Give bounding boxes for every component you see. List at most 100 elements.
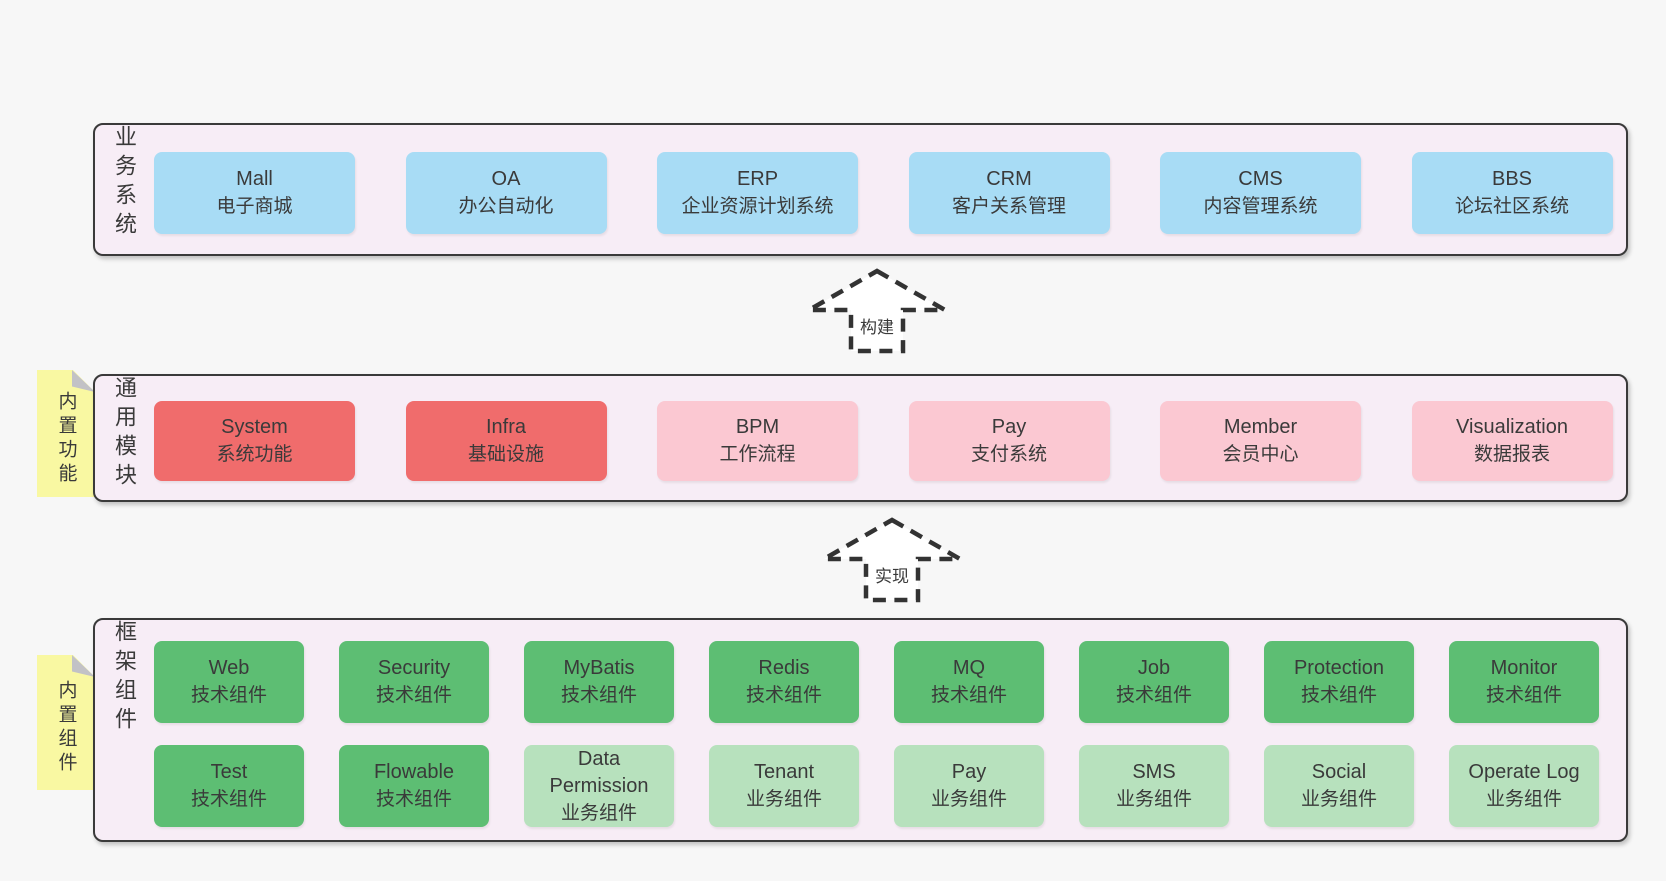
arrow-label: 实现	[875, 567, 909, 586]
box-subtitle: 论坛社区系统	[1454, 196, 1569, 217]
box-subtitle: 会员中心	[1222, 444, 1299, 465]
diagram-box: Flowable 技术组件	[339, 745, 489, 827]
box-subtitle: 技术组件	[560, 685, 637, 706]
box-title: Infra	[485, 416, 527, 438]
diagram-box: Mall 电子商城	[154, 152, 355, 234]
box-row-framework-1: Web 技术组件 Security 技术组件 MyBatis 技术组件 Redi…	[154, 641, 1599, 723]
box-subtitle: 支付系统	[970, 444, 1047, 465]
diagram-box: SMS 业务组件	[1079, 745, 1229, 827]
box-subtitle: 工作流程	[719, 444, 796, 465]
box-subtitle: 办公自动化	[458, 196, 554, 217]
box-title: Job	[1137, 657, 1171, 679]
box-title: Pay	[951, 761, 987, 783]
box-title: Social	[1311, 761, 1367, 783]
box-title: Operate Log	[1468, 761, 1580, 783]
panel-side-label: 通用模块	[112, 376, 137, 492]
sticky-note-builtin-features: 内置功能	[37, 370, 95, 497]
panel-framework-components: 框架组件 Web 技术组件 Security 技术组件 MyBatis 技术组件	[93, 618, 1628, 842]
box-row-modules: System 系统功能 Infra 基础设施 BPM 工作流程 Pay 支付系统	[154, 401, 1613, 481]
box-title: CMS	[1238, 168, 1283, 190]
box-subtitle: 技术组件	[1485, 685, 1562, 706]
box-title: Mall	[236, 168, 273, 190]
box-subtitle: 技术组件	[375, 789, 452, 810]
diagram-box: Visualization 数据报表	[1411, 401, 1613, 481]
box-title: System	[221, 416, 288, 438]
box-title: MyBatis	[563, 657, 635, 679]
folded-corner-icon	[72, 655, 95, 677]
diagram-box: ERP 企业资源计划系统	[657, 152, 858, 234]
sticky-note-builtin-components: 内置组件	[37, 655, 95, 790]
box-title: BBS	[1491, 168, 1533, 190]
box-row-framework-2: Test 技术组件 Flowable 技术组件 Data Permission …	[154, 745, 1599, 827]
diagram-box: Operate Log 业务组件	[1449, 745, 1599, 827]
diagram-box: Job 技术组件	[1079, 641, 1229, 723]
arrow-implement: 实现	[821, 517, 963, 603]
arrow-label: 构建	[860, 318, 894, 337]
panel-side-label: 框架组件	[112, 620, 137, 736]
diagram-box: Test 技术组件	[154, 745, 304, 827]
diagram-box: Infra 基础设施	[405, 401, 607, 481]
box-subtitle: 技术组件	[1115, 685, 1192, 706]
box-subtitle: 技术组件	[190, 685, 267, 706]
box-title: Member	[1223, 416, 1298, 438]
diagram-box: Data Permission 业务组件	[524, 745, 674, 827]
box-subtitle: 内容管理系统	[1203, 196, 1318, 217]
box-title: Redis	[758, 657, 810, 679]
box-title: Web	[208, 657, 250, 679]
box-subtitle: 业务组件	[745, 789, 822, 810]
box-title: SMS	[1132, 761, 1176, 783]
diagram-box: System 系统功能	[154, 401, 355, 481]
diagram-box: Web 技术组件	[154, 641, 304, 723]
box-title: Protection	[1293, 657, 1385, 679]
diagram-box: Protection 技术组件	[1264, 641, 1414, 723]
box-subtitle: 业务组件	[560, 802, 637, 824]
diagram-box: Tenant 业务组件	[709, 745, 859, 827]
diagram-box: Member 会员中心	[1160, 401, 1361, 481]
diagram-box: OA 办公自动化	[405, 152, 607, 234]
sticky-note-label: 内置组件	[55, 679, 77, 776]
box-subtitle: 业务组件	[1485, 789, 1562, 810]
box-title: Security	[377, 657, 451, 679]
box-subtitle: 客户关系管理	[951, 196, 1066, 217]
diagram-box: Social 业务组件	[1264, 745, 1414, 827]
box-title: ERP	[736, 168, 779, 190]
box-title: Test	[210, 761, 248, 783]
box-subtitle: 企业资源计划系统	[681, 196, 834, 217]
box-title: Tenant	[753, 761, 815, 783]
box-subtitle: 业务组件	[930, 789, 1007, 810]
box-title: Data Permission	[549, 747, 649, 797]
box-title: Flowable	[373, 761, 455, 783]
diagram-box: Monitor 技术组件	[1449, 641, 1599, 723]
box-subtitle: 业务组件	[1300, 789, 1377, 810]
folded-corner-icon	[72, 370, 95, 392]
box-subtitle: 业务组件	[1115, 789, 1192, 810]
diagram-box: MyBatis 技术组件	[524, 641, 674, 723]
sticky-note-label: 内置功能	[55, 390, 77, 487]
box-title: Visualization	[1456, 416, 1568, 438]
box-subtitle: 电子商城	[216, 196, 293, 217]
panel-side-label: 业务系统	[112, 125, 137, 241]
box-title: MQ	[952, 657, 986, 679]
box-subtitle: 技术组件	[930, 685, 1007, 706]
dashed-up-arrow-icon	[821, 517, 963, 603]
diagram-box: CRM 客户关系管理	[908, 152, 1110, 234]
diagram-box: MQ 技术组件	[894, 641, 1044, 723]
diagram-box: Pay 业务组件	[894, 745, 1044, 827]
diagram-box: BPM 工作流程	[657, 401, 858, 481]
diagram-box: Redis 技术组件	[709, 641, 859, 723]
diagram-box: Pay 支付系统	[908, 401, 1110, 481]
box-row-business: Mall 电子商城 OA 办公自动化 ERP 企业资源计划系统 CRM 客户关系…	[154, 152, 1613, 234]
dashed-up-arrow-icon	[806, 268, 948, 354]
box-title: Pay	[991, 416, 1027, 438]
box-subtitle: 数据报表	[1473, 444, 1550, 465]
box-title: BPM	[735, 416, 780, 438]
arrow-build: 构建	[806, 268, 948, 354]
box-subtitle: 基础设施	[467, 444, 544, 465]
panel-common-modules: 通用模块 System 系统功能 Infra 基础设施 BPM 工作流程	[93, 374, 1628, 502]
box-title: CRM	[986, 168, 1032, 190]
box-title: OA	[491, 168, 521, 190]
diagram-box: Security 技术组件	[339, 641, 489, 723]
panel-business-systems: 业务系统 Mall 电子商城 OA 办公自动化 ERP 企业资源计划系统	[93, 123, 1628, 256]
box-subtitle: 技术组件	[375, 685, 452, 706]
box-subtitle: 技术组件	[1300, 685, 1377, 706]
